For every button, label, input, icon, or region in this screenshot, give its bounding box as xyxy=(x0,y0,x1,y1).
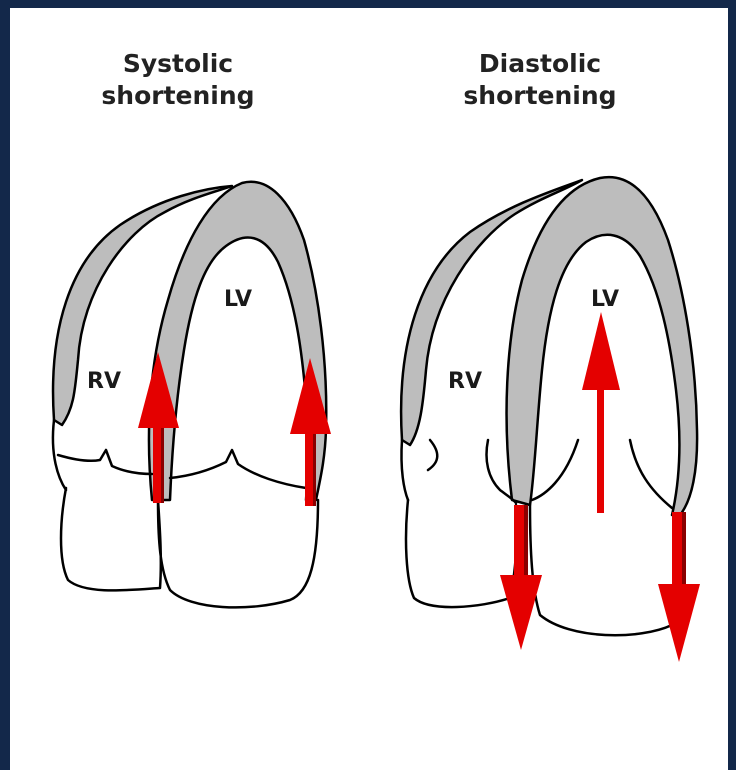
systolic-lv-myocardium xyxy=(149,182,326,500)
diastolic-left-atrium xyxy=(530,505,680,635)
systolic-heart xyxy=(53,182,326,608)
diastolic-lv-label: LV xyxy=(591,287,619,312)
diastolic-right-atrium xyxy=(406,500,517,607)
diastolic-tricuspid-leaflet-1 xyxy=(428,440,437,470)
diastolic-arrow-lateral-down xyxy=(658,512,700,662)
systolic-valve-plane xyxy=(58,450,152,474)
diastolic-heart xyxy=(401,177,697,635)
diastolic-mitral-leaflet-1 xyxy=(532,440,578,500)
systolic-rv-label: RV xyxy=(87,369,121,394)
systolic-left-atrium xyxy=(158,500,318,607)
systolic-valve-plane-left xyxy=(170,450,306,488)
diastolic-rv-outer xyxy=(401,440,408,500)
systolic-right-atrium xyxy=(61,488,161,590)
diastolic-mitral-leaflet-2 xyxy=(630,440,672,508)
diastolic-arrow-septal-down xyxy=(500,505,542,650)
diastolic-rv-label: RV xyxy=(448,369,482,394)
diastolic-arrow-apical-up xyxy=(582,312,620,513)
systolic-lv-label: LV xyxy=(224,287,252,312)
